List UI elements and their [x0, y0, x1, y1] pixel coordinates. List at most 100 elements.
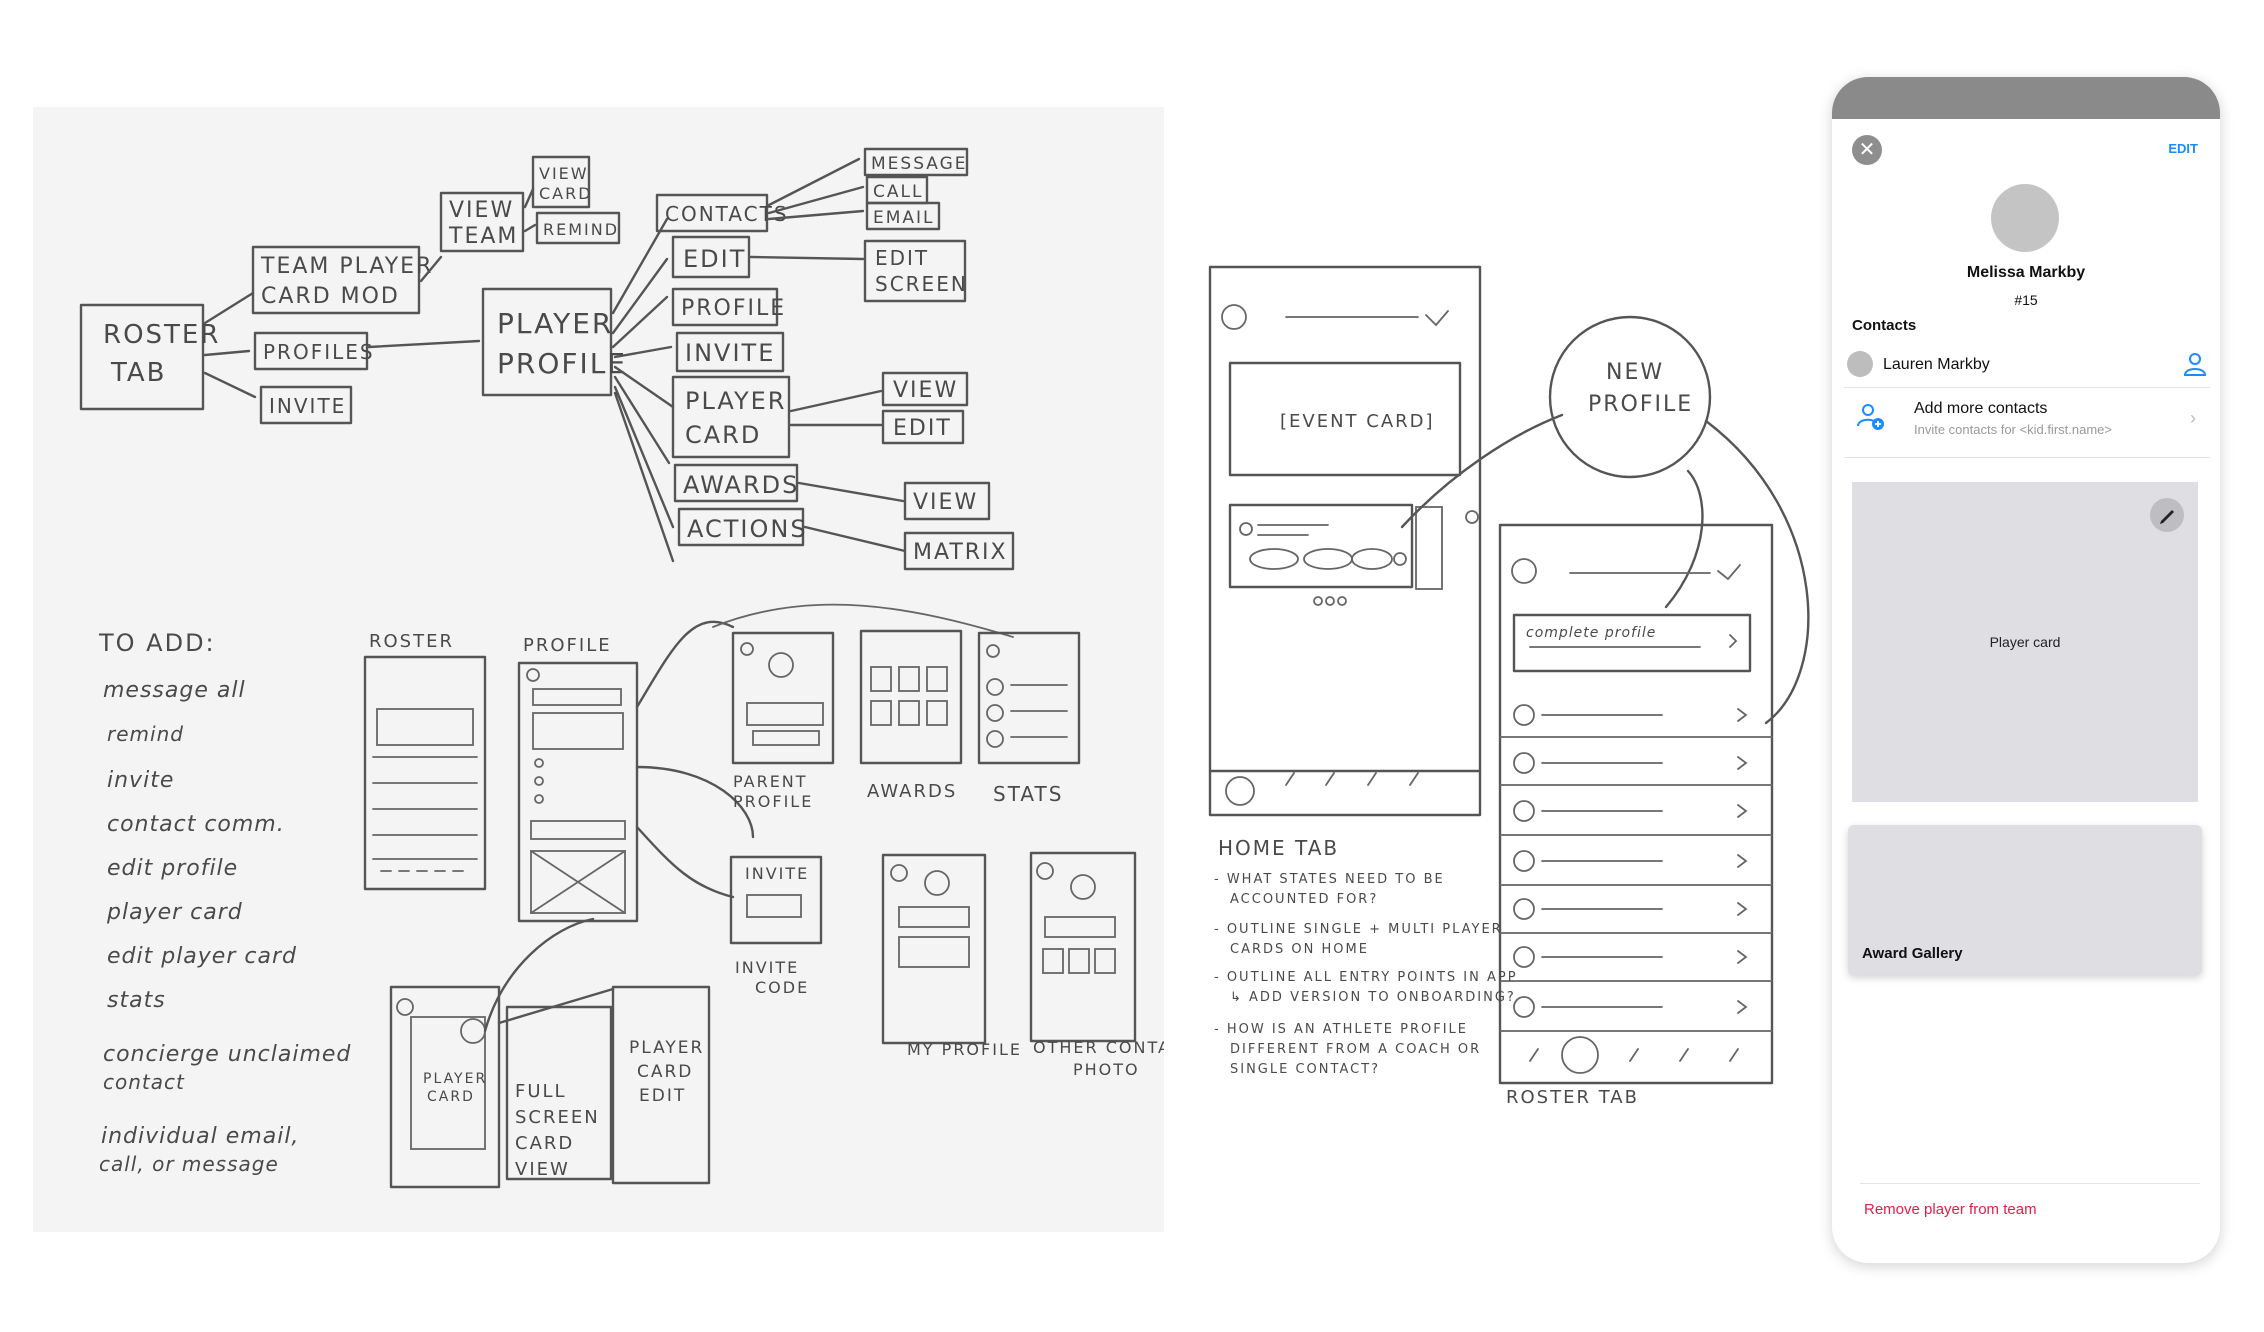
svg-text:EDIT: EDIT [639, 1086, 686, 1106]
roster-tab-caption: ROSTER TAB [1506, 1087, 1639, 1108]
svg-text:ROSTER: ROSTER [369, 631, 454, 652]
svg-text:CARD MOD: CARD MOD [261, 284, 400, 309]
svg-text:CARD: CARD [637, 1062, 693, 1082]
svg-text:STATS: STATS [993, 782, 1063, 806]
svg-text:- HOW IS AN ATHLETE PROFILE: - HOW IS AN ATHLETE PROFILE [1214, 1022, 1468, 1037]
svg-text:message all: message all [103, 678, 246, 703]
contact-name: Lauren Markby [1883, 356, 1990, 373]
svg-text:CARD: CARD [685, 421, 761, 449]
svg-text:PROFILE: PROFILE [523, 635, 612, 656]
svg-text:FULL: FULL [515, 1081, 567, 1102]
svg-text:contact: contact [103, 1070, 185, 1094]
player-number: #15 [2014, 292, 2038, 308]
svg-text:INVITE: INVITE [745, 864, 809, 883]
complete-profile-label: complete profile [1526, 625, 1656, 641]
close-icon[interactable]: ✕ [1852, 135, 1882, 165]
svg-text:PHOTO: PHOTO [1073, 1060, 1140, 1079]
svg-text:ACTIONS: ACTIONS [687, 515, 808, 543]
svg-text:CONTACTS: CONTACTS [665, 202, 789, 226]
svg-text:MESSAGE: MESSAGE [871, 154, 968, 174]
svg-text:OTHER CONTACT: OTHER CONTACT [1033, 1038, 1164, 1057]
svg-text:- WHAT STATES NEED TO BE: - WHAT STATES NEED TO BE [1214, 872, 1445, 887]
event-card-label: [EVENT CARD] [1280, 411, 1435, 432]
svg-text:MY PROFILE: MY PROFILE [907, 1040, 1022, 1059]
svg-text:remind: remind [107, 722, 184, 746]
phone-mockup: ✕ EDIT Melissa Markby #15 Contacts Laure… [1832, 77, 2220, 1263]
pencil-icon [2160, 510, 2174, 524]
add-contacts-subtitle: Invite contacts for <kid.first.name> [1914, 422, 2112, 437]
svg-text:CODE: CODE [755, 978, 809, 997]
svg-text:INVITE: INVITE [269, 394, 346, 418]
divider [1844, 457, 2210, 458]
contact-avatar [1847, 351, 1873, 377]
sitemap-sketch: ROSTER TAB TEAM PLAYER CARD MOD PROFILES… [79, 147, 1194, 1189]
svg-text:stats: stats [107, 988, 166, 1013]
person-icon[interactable] [2182, 351, 2208, 377]
svg-text:PLAYER: PLAYER [423, 1071, 487, 1087]
svg-text:CARD: CARD [539, 184, 593, 203]
roster-tab-line2: TAB [110, 358, 167, 388]
svg-text:TEAM: TEAM [448, 224, 518, 249]
svg-text:AWARDS: AWARDS [683, 471, 799, 499]
svg-text:CARD: CARD [515, 1133, 574, 1154]
svg-text:PLAYER: PLAYER [685, 387, 786, 415]
player-card-label: Player card [1989, 634, 2061, 650]
svg-text:HOME TAB: HOME TAB [1218, 836, 1339, 860]
svg-text:PROFILES: PROFILES [263, 340, 375, 364]
svg-text:REMIND: REMIND [543, 220, 619, 239]
award-gallery-label: Award Gallery [1862, 945, 1963, 962]
divider [1860, 1183, 2200, 1184]
svg-text:EDIT: EDIT [875, 246, 929, 270]
svg-text:SINGLE CONTACT?: SINGLE CONTACT? [1230, 1062, 1380, 1077]
svg-text:invite: invite [107, 768, 174, 793]
svg-text:TO ADD:: TO ADD: [98, 629, 216, 657]
phone-status-bar [1832, 77, 2220, 119]
svg-text:PLAYER: PLAYER [497, 307, 613, 340]
home-roster-sketch: [EVENT CARD] NEW PROFILE complete profil… [1208, 265, 1810, 1108]
svg-text:ACCOUNTED FOR?: ACCOUNTED FOR? [1230, 892, 1378, 907]
svg-text:VIEW: VIEW [515, 1159, 570, 1180]
svg-text:edit player card: edit player card [107, 944, 297, 969]
add-contacts-title: Add more contacts [1914, 400, 2048, 417]
svg-text:CALL: CALL [873, 182, 923, 202]
svg-text:VIEW: VIEW [539, 164, 589, 183]
svg-text:MATRIX: MATRIX [913, 540, 1008, 565]
svg-text:edit profile: edit profile [107, 856, 238, 881]
edit-card-button[interactable] [2150, 498, 2184, 532]
svg-text:call, or message: call, or message [99, 1152, 279, 1176]
svg-text:INVITE: INVITE [735, 958, 799, 977]
svg-text:PROFILE: PROFILE [1588, 392, 1693, 417]
svg-text:VIEW: VIEW [449, 198, 514, 223]
remove-player-button[interactable]: Remove player from team [1864, 1201, 2037, 1218]
svg-text:AWARDS: AWARDS [867, 781, 957, 802]
svg-text:NEW: NEW [1606, 360, 1664, 385]
svg-text:player card: player card [106, 900, 243, 925]
add-person-icon [1857, 404, 1884, 430]
svg-text:EDIT: EDIT [683, 245, 746, 273]
svg-text:↳ ADD VERSION TO ONBOARDING?: ↳ ADD VERSION TO ONBOARDING? [1230, 990, 1516, 1005]
roster-tab-line1: ROSTER [103, 320, 220, 350]
player-card[interactable]: Player card [1852, 482, 2198, 802]
award-gallery-card[interactable]: Award Gallery [1848, 825, 2202, 975]
add-more-contacts-row[interactable]: Add more contacts Invite contacts for <k… [1844, 390, 2210, 448]
svg-text:VIEW: VIEW [893, 378, 958, 403]
svg-text:EMAIL: EMAIL [873, 208, 935, 228]
svg-text:- OUTLINE SINGLE + MULTI PLAYE: - OUTLINE SINGLE + MULTI PLAYER [1214, 922, 1503, 937]
svg-text:EDIT: EDIT [893, 416, 952, 441]
box-roster-tab [79, 303, 205, 411]
edit-button[interactable]: EDIT [2168, 141, 2198, 156]
svg-text:contact comm.: contact comm. [107, 812, 285, 837]
svg-text:CARD: CARD [427, 1089, 475, 1105]
svg-text:TEAM PLAYER: TEAM PLAYER [260, 254, 433, 279]
svg-text:PLAYER: PLAYER [629, 1038, 704, 1058]
contact-row[interactable]: Lauren Markby [1844, 347, 2210, 381]
svg-text:INVITE: INVITE [685, 339, 775, 367]
svg-text:PARENT: PARENT [733, 772, 808, 791]
svg-text:SCREEN: SCREEN [515, 1107, 600, 1128]
svg-text:CARDS ON HOME: CARDS ON HOME [1230, 942, 1369, 957]
sitemap-sketch-panel: ROSTER TAB TEAM PLAYER CARD MOD PROFILES… [33, 107, 1194, 1232]
svg-text:concierge unclaimed: concierge unclaimed [103, 1042, 351, 1067]
svg-text:SCREEN: SCREEN [875, 272, 968, 296]
avatar [1991, 184, 2059, 252]
divider [1844, 387, 2210, 388]
